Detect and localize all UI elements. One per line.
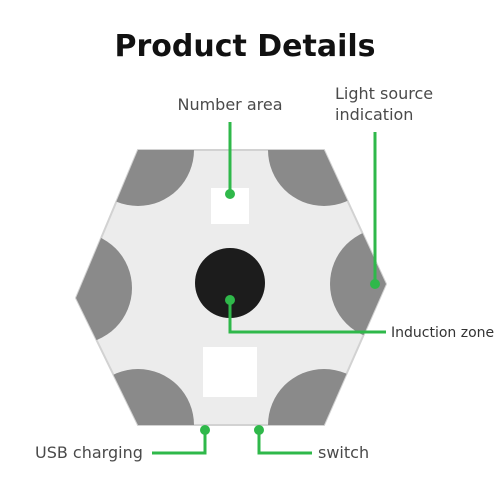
number-area-dot xyxy=(225,189,235,199)
induction-sensor xyxy=(195,248,265,318)
switch-dot xyxy=(254,425,264,435)
light-source-label-line2: indication xyxy=(335,105,413,124)
lower-window xyxy=(203,347,257,397)
corner-pad-left xyxy=(76,232,132,344)
usb-charging-leader xyxy=(152,430,207,455)
induction-zone-leader xyxy=(228,300,386,334)
number-area-label: Number area xyxy=(177,95,282,114)
induction-zone-label: Induction zone xyxy=(391,325,494,341)
corner-pad-right xyxy=(330,228,386,340)
corner-pad-bottom-right xyxy=(268,369,380,425)
page-title: Product Details xyxy=(114,29,375,64)
light-source-label-line1: Light source xyxy=(335,84,433,103)
induction-zone-dot xyxy=(225,295,235,305)
usb-charging-dot xyxy=(200,425,210,435)
switch-label: switch xyxy=(318,443,369,462)
switch-leader xyxy=(257,430,312,455)
corner-pad-bottom-left xyxy=(82,369,194,425)
light-source-dot xyxy=(370,279,380,289)
callout-lines xyxy=(152,122,386,455)
usb-charging-label: USB charging xyxy=(35,443,143,462)
